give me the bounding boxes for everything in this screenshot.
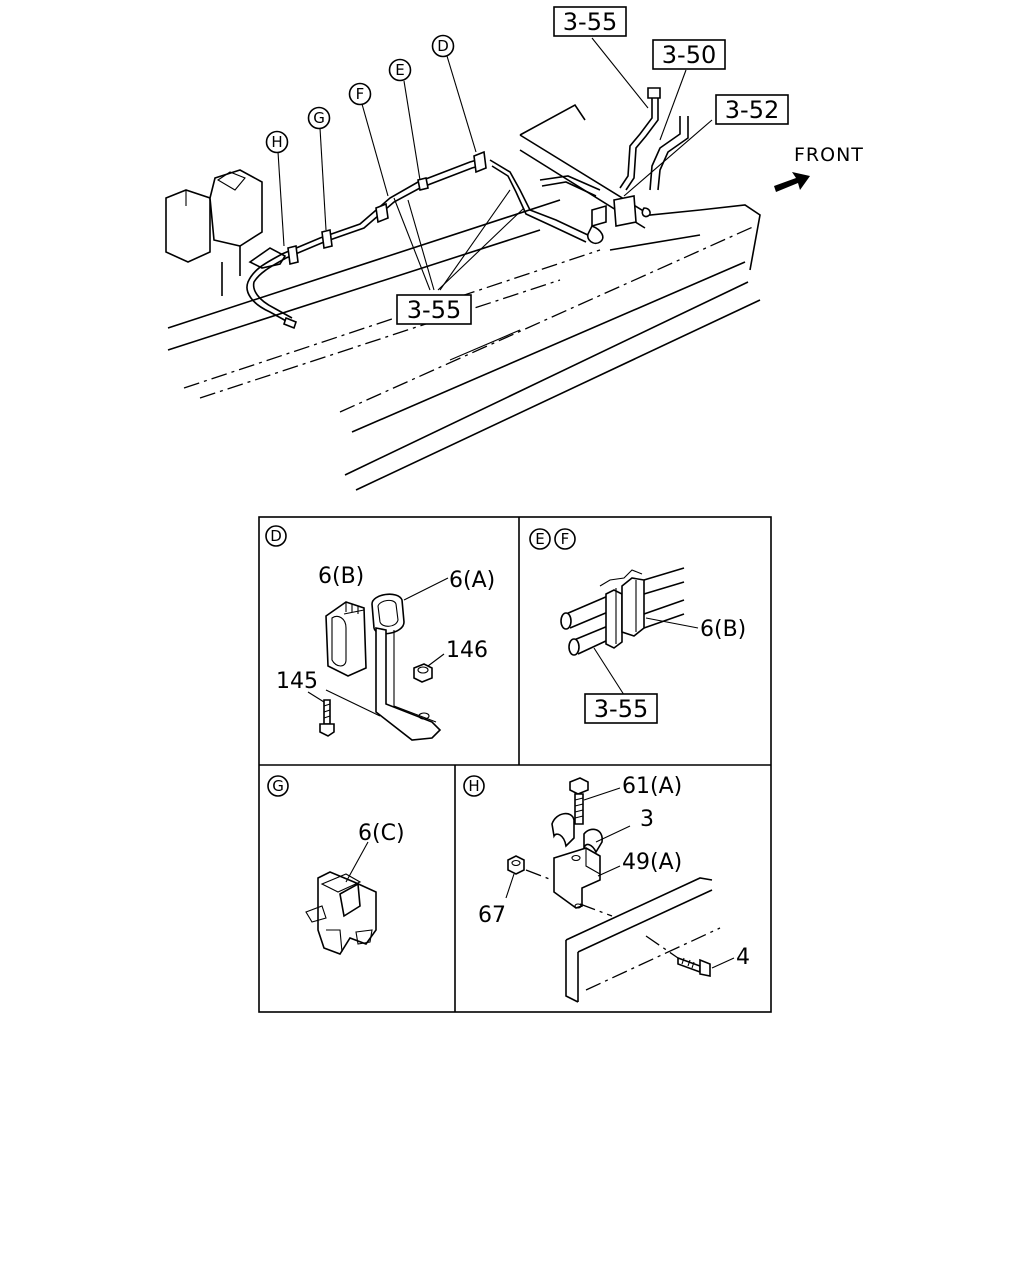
overview-leaders	[277, 37, 713, 291]
svg-text:49(A): 49(A)	[622, 850, 682, 875]
svg-text:E: E	[395, 61, 404, 79]
pipe-upper	[560, 567, 685, 630]
ref-box-3-55-mid: 3-55	[396, 294, 472, 325]
marker-F: F	[348, 82, 372, 106]
svg-text:146: 146	[446, 638, 488, 663]
svg-text:3-52: 3-52	[725, 96, 779, 124]
front-indicator: FRONT	[774, 144, 864, 192]
marker-D: D	[431, 34, 455, 58]
panel-D: D 6(B) 6(A) 146 145	[265, 525, 495, 741]
clip-6B-ef	[599, 569, 645, 649]
vertical-pipes	[591, 87, 689, 228]
svg-text:G: G	[313, 109, 325, 127]
marker-E: E	[388, 58, 412, 82]
detail-grid	[258, 516, 772, 1013]
ref-box-3-55-top: 3-55	[553, 6, 627, 37]
tank-assembly	[165, 169, 287, 296]
svg-text:G: G	[272, 777, 284, 795]
svg-text:145: 145	[276, 669, 318, 694]
frame-rail-section	[565, 877, 721, 1003]
bolt-4	[677, 956, 711, 977]
clip-6C	[305, 871, 377, 955]
svg-text:3-50: 3-50	[662, 41, 716, 69]
svg-text:67: 67	[478, 903, 506, 928]
svg-text:D: D	[270, 527, 282, 545]
bolt-61A	[569, 777, 589, 825]
clamp-3	[551, 812, 603, 854]
nut-146	[413, 663, 433, 683]
overview-assembly: H G F E D 3-55 3-50 3-52	[165, 6, 864, 491]
front-arrow-icon	[774, 172, 810, 192]
pipe-run	[246, 150, 604, 330]
svg-text:H: H	[468, 777, 479, 795]
marker-G: G	[307, 106, 331, 130]
bolt-145	[319, 699, 335, 737]
nut-67	[507, 855, 525, 875]
svg-text:3: 3	[640, 807, 654, 832]
svg-text:6(A): 6(A)	[449, 568, 495, 593]
svg-text:F: F	[561, 530, 570, 548]
svg-text:4: 4	[736, 945, 750, 970]
panel-G: G 6(C)	[267, 775, 405, 955]
ref-box-3-52: 3-52	[715, 94, 789, 125]
ref-box-3-50: 3-50	[652, 39, 726, 70]
svg-text:E: E	[535, 530, 544, 548]
svg-text:61(A): 61(A)	[622, 774, 682, 799]
svg-text:H: H	[271, 133, 282, 151]
svg-text:6(B): 6(B)	[318, 564, 364, 589]
svg-text:3-55: 3-55	[594, 695, 648, 723]
svg-text:D: D	[437, 37, 449, 55]
svg-text:6(C): 6(C)	[358, 821, 405, 846]
clip-6B	[325, 601, 367, 677]
bracket-49A	[553, 847, 601, 909]
bracket-6A	[371, 593, 442, 741]
panel-H: H	[463, 774, 750, 1003]
svg-text:3-55: 3-55	[563, 8, 617, 36]
panel-EF: E F 6(B) 3-55	[529, 528, 746, 724]
svg-text:F: F	[356, 85, 365, 103]
front-label: FRONT	[794, 144, 864, 166]
svg-text:3-55: 3-55	[407, 296, 461, 324]
marker-H: H	[265, 130, 289, 154]
svg-text:6(B): 6(B)	[700, 617, 746, 642]
